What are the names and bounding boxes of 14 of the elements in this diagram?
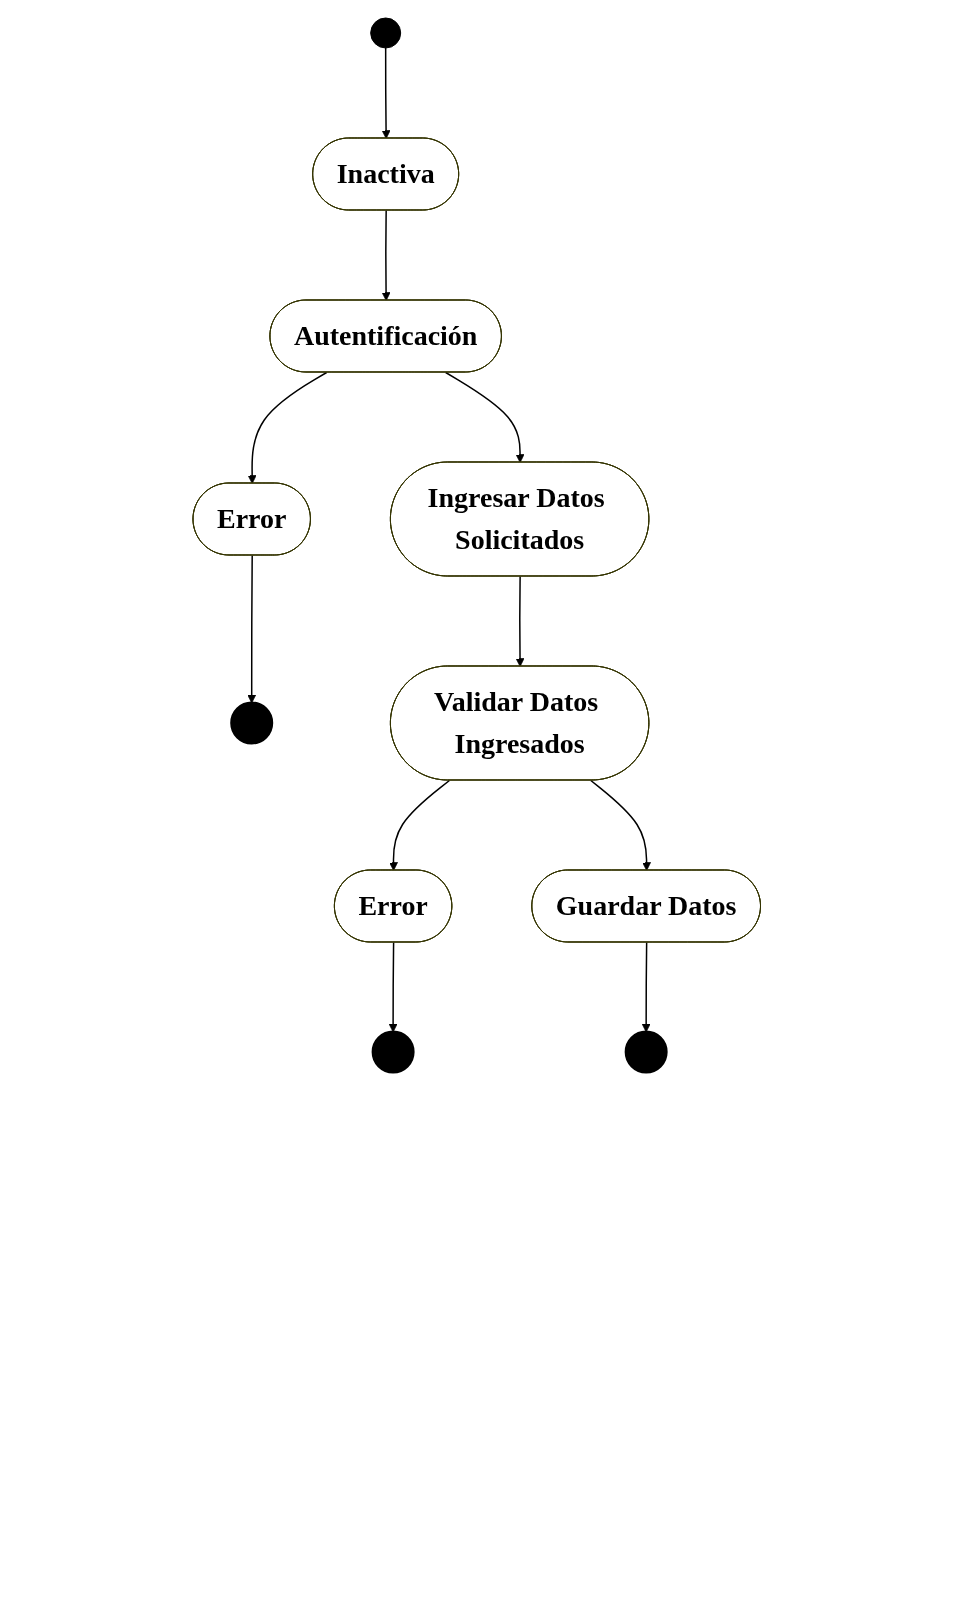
arrow	[388, 941, 398, 1033]
node-circle	[229, 701, 273, 745]
arrow	[444, 371, 525, 463]
arrow	[381, 47, 391, 139]
node-circle	[624, 1030, 668, 1074]
arrow	[247, 554, 256, 704]
arrow	[515, 575, 525, 667]
arrow	[641, 941, 651, 1033]
node-circle	[371, 1030, 415, 1074]
arrow	[247, 371, 328, 484]
arrow	[589, 779, 651, 871]
node-circle	[369, 17, 401, 49]
arrow	[388, 779, 450, 871]
arrow	[381, 209, 391, 301]
